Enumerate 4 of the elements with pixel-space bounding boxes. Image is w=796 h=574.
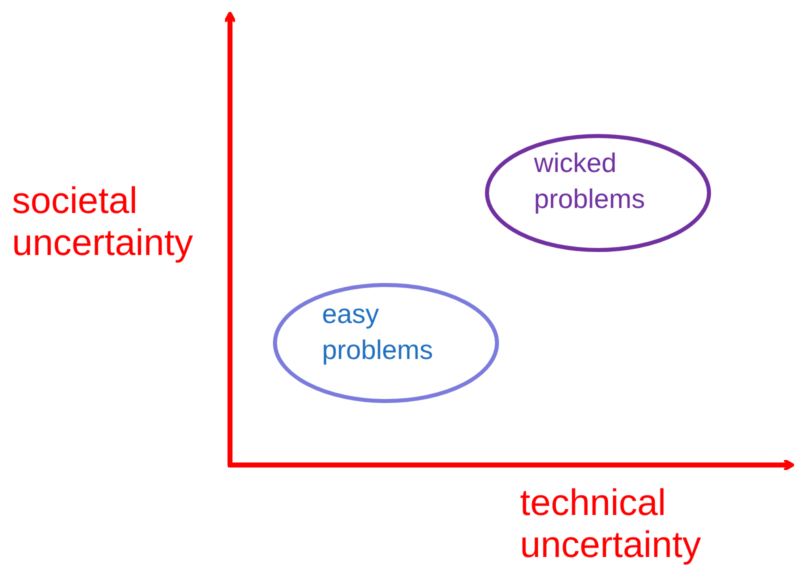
horizontal-axis-label: technical uncertainty [520, 482, 702, 566]
problem-label: easy problems [322, 298, 434, 367]
problem-label: wicked problems [534, 147, 646, 216]
vertical-axis-label: societal uncertainty [12, 180, 194, 264]
